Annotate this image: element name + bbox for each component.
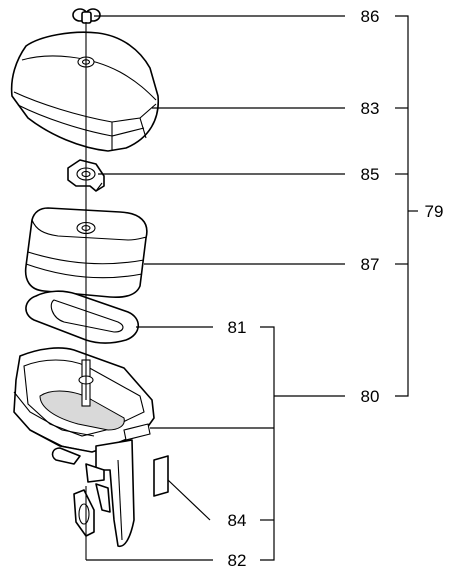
air-cleaner-cover-part [10, 31, 160, 152]
label-part [153, 455, 169, 497]
gasket-part [25, 290, 140, 344]
intake-gasket-part [73, 489, 95, 537]
callout-87: 87 [361, 255, 380, 274]
callout-83: 83 [361, 99, 380, 118]
leader-lines [86, 15, 418, 561]
callout-79: 79 [425, 202, 444, 221]
callout-80: 80 [361, 387, 380, 406]
wing-nut-part [72, 8, 101, 24]
callout-82: 82 [228, 551, 247, 570]
callout-85: 85 [361, 165, 380, 184]
callout-84: 84 [228, 511, 247, 530]
callout-86: 86 [361, 7, 380, 26]
callout-81: 81 [228, 318, 247, 337]
